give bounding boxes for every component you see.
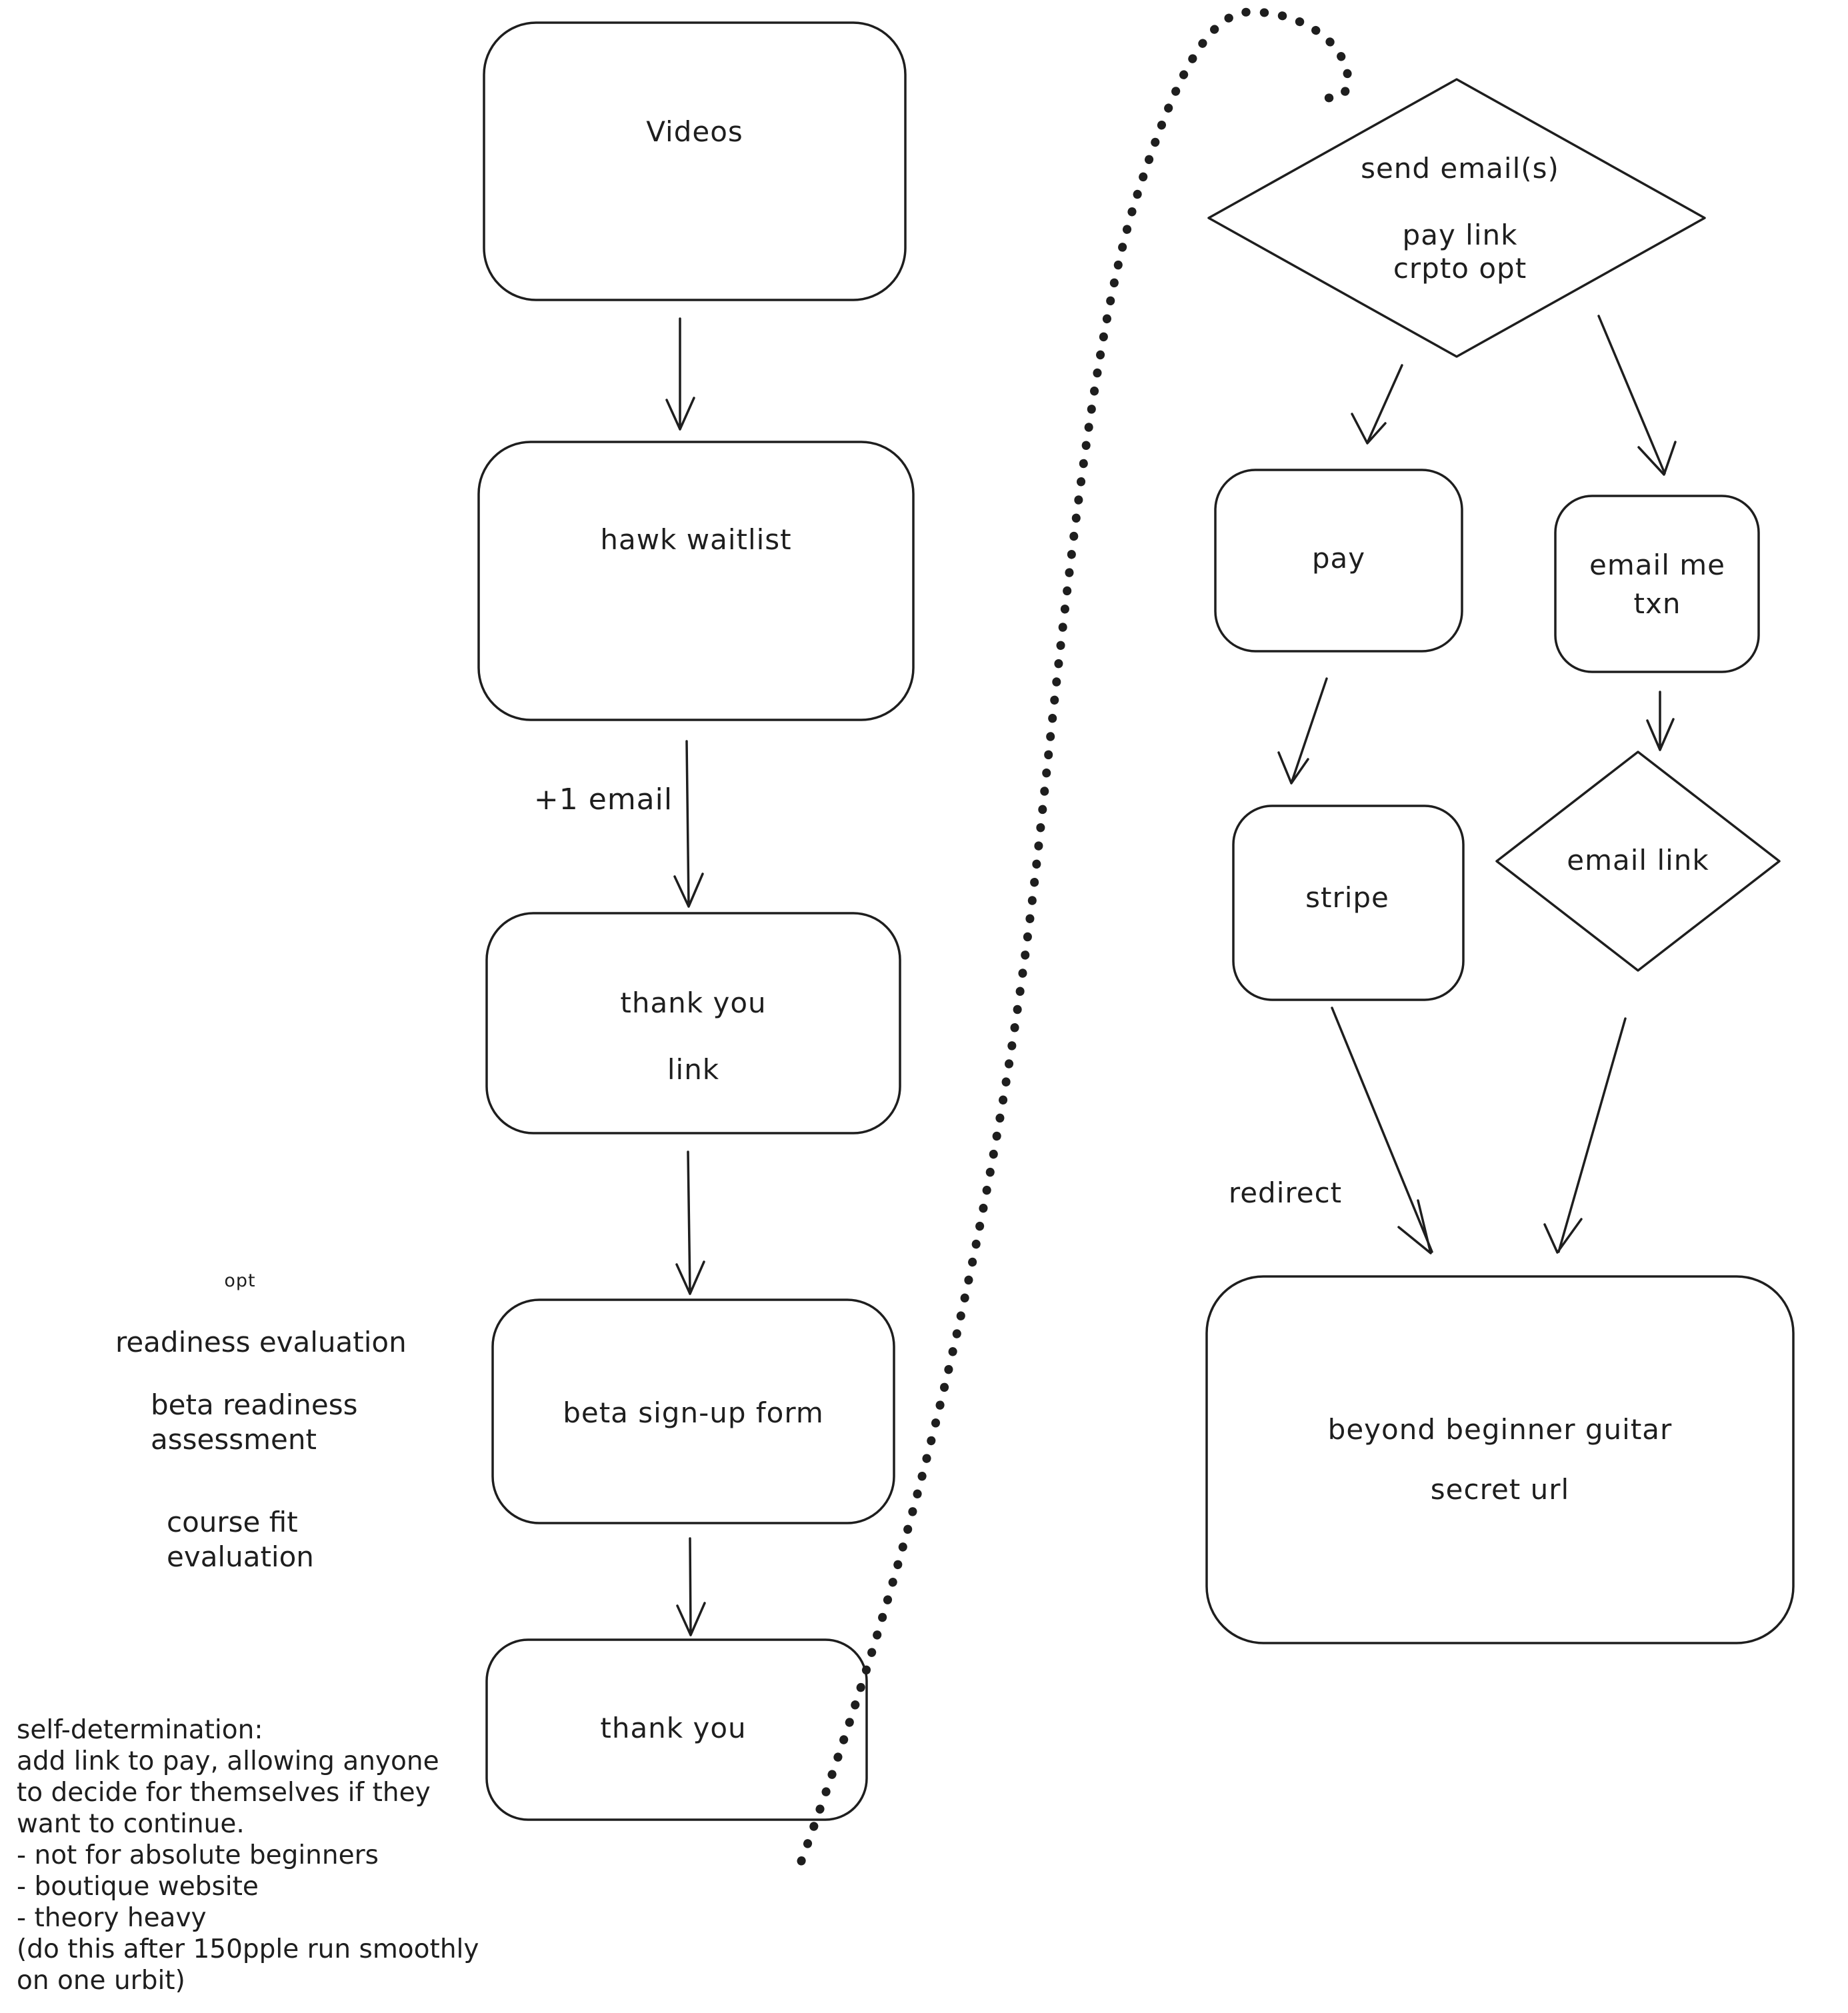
arrow-email-link-to-secret-url[interactable] — [1543, 1017, 1627, 1254]
label-hawk-waitlist: hawk waitlist — [600, 523, 792, 556]
arrow-beta-signup-to-thank-you[interactable] — [676, 1537, 706, 1636]
label-email-link: email link — [1567, 844, 1709, 877]
node-email-me-txn[interactable] — [1554, 495, 1760, 673]
label-videos: Videos — [646, 115, 743, 148]
arrow-email-me-txn-to-email-link[interactable] — [1646, 691, 1675, 751]
label-thank-you: thank you — [600, 1712, 747, 1744]
label-pay: pay — [1311, 542, 1366, 575]
annotation-opt[interactable]: opt — [224, 1270, 256, 1291]
label-stripe: stripe — [1305, 881, 1389, 914]
label-email-me-txn: email me txn — [1589, 549, 1725, 620]
annotation-readiness-evaluation[interactable]: readiness evaluation — [115, 1326, 407, 1358]
node-beyond-beginner-guitar[interactable] — [1205, 1275, 1795, 1644]
node-thank-you[interactable] — [485, 1638, 868, 1821]
node-stripe[interactable] — [1232, 805, 1465, 1001]
node-beta-signup-form[interactable] — [491, 1298, 895, 1524]
arrow-send-emails-to-pay[interactable] — [1351, 364, 1403, 445]
node-send-emails-diamond[interactable] — [1207, 78, 1706, 358]
arrow-send-emails-to-email-me-txn[interactable] — [1597, 315, 1677, 476]
arrow-hawk-waitlist-to-thank-you-link[interactable] — [673, 740, 704, 908]
label-beta-signup-form: beta sign-up form — [563, 1396, 824, 1429]
arrow-pay-to-stripe[interactable] — [1277, 677, 1328, 785]
label-thank-you-link: thank you link — [620, 987, 767, 1086]
arrow-videos-to-hawk-waitlist[interactable] — [665, 317, 695, 431]
node-hawk-waitlist[interactable] — [477, 441, 915, 721]
node-videos[interactable] — [483, 21, 907, 301]
annotation-self-determination-note[interactable]: self-determination: add link to pay, all… — [17, 1715, 479, 1996]
edge-label-redirect[interactable]: redirect — [1228, 1176, 1343, 1209]
label-beyond-beginner-guitar: beyond beginner guitar secret url — [1327, 1413, 1673, 1506]
node-email-link-diamond[interactable] — [1495, 751, 1781, 972]
arrow-stripe-to-secret-url[interactable] — [1331, 1006, 1433, 1254]
label-send-emails: send email(s) pay link crpto opt — [1361, 152, 1559, 285]
edge-label-plus-one-email[interactable]: +1 email — [533, 783, 673, 817]
annotation-course-fit-evaluation[interactable]: course fit evaluation — [167, 1506, 314, 1573]
node-thank-you-link[interactable] — [485, 912, 901, 1134]
arrow-thank-you-link-to-beta-signup[interactable] — [675, 1150, 705, 1295]
node-pay[interactable] — [1214, 469, 1463, 653]
dotted-connector-thank-you-to-send-emails[interactable] — [797, 7, 1353, 1866]
annotation-beta-readiness-assessment[interactable]: beta readiness assessment — [151, 1388, 358, 1456]
